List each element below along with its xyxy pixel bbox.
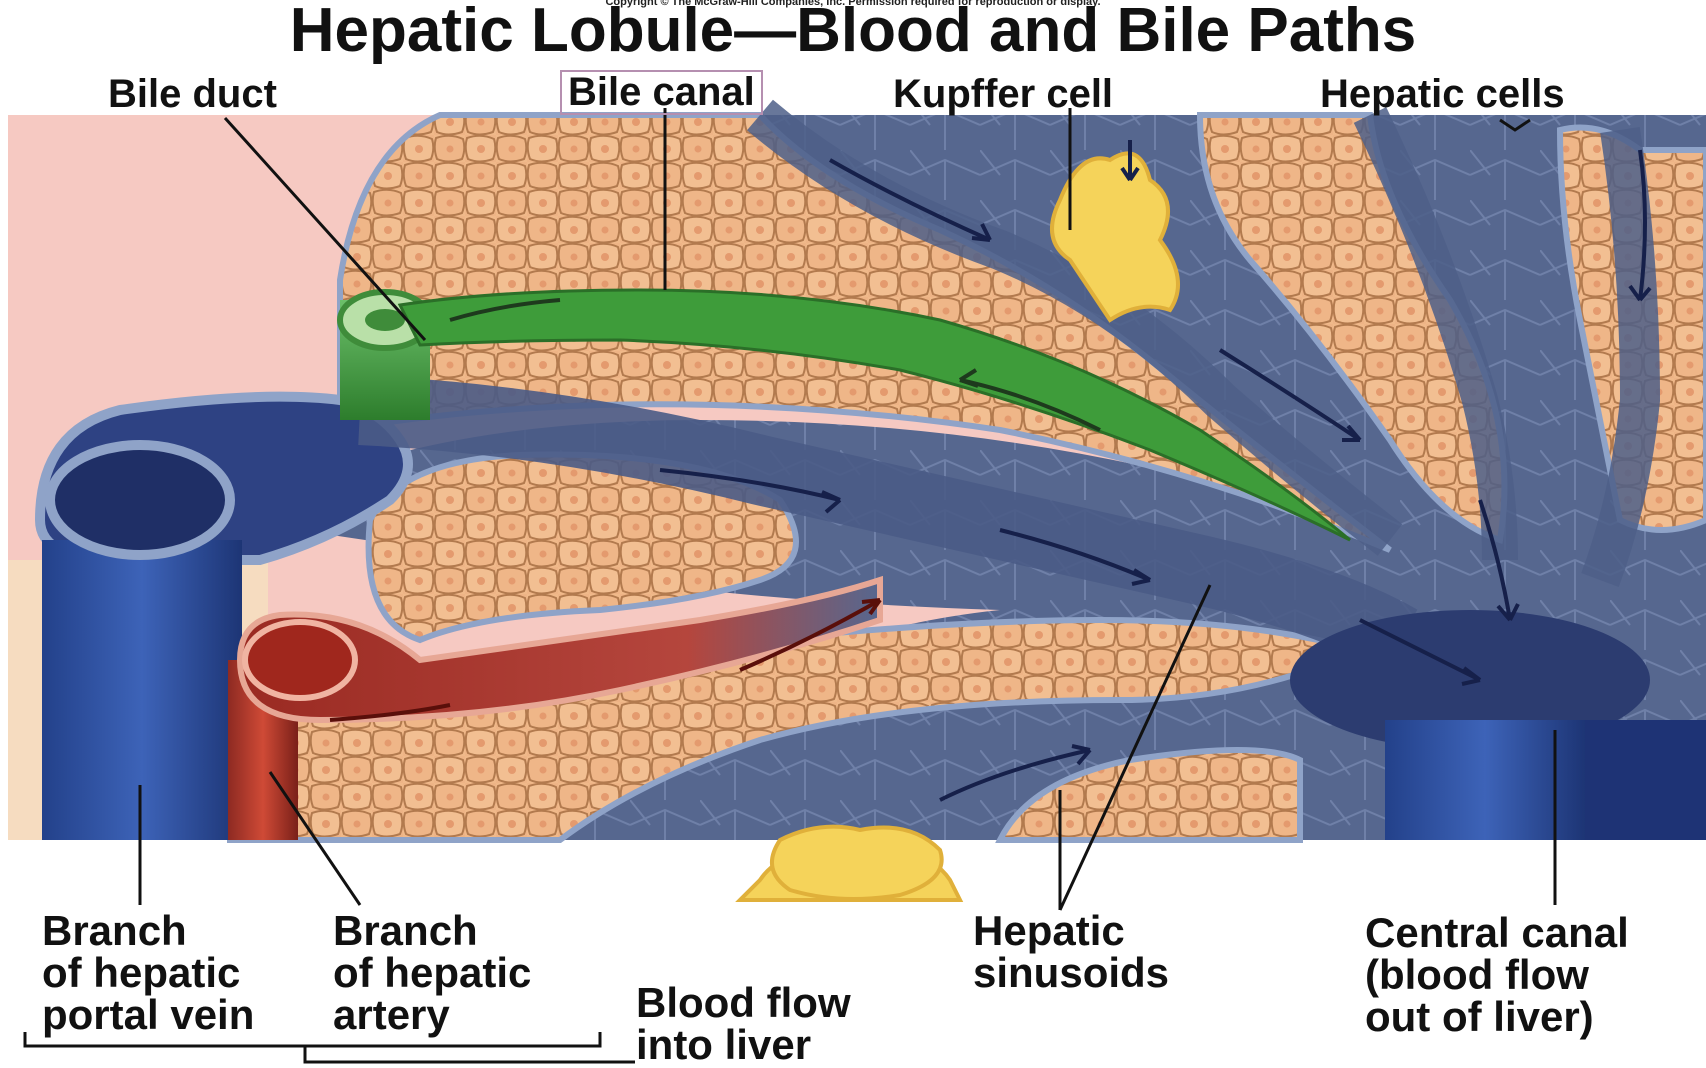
kupffer-cell-lower-body [772, 827, 942, 899]
label-portal-vein-line1: Branch [42, 910, 187, 953]
label-portal-vein-line3: portal vein [42, 994, 254, 1037]
label-bile-canal: Bile canal [560, 70, 763, 115]
central-canal-trunk-right [1585, 720, 1706, 840]
label-sinusoids-line2: sinusoids [973, 952, 1169, 995]
label-sinusoids-line1: Hepatic [973, 910, 1125, 953]
label-blood-in-line2: into liver [636, 1024, 811, 1067]
label-artery-line3: artery [333, 994, 450, 1037]
label-central-line1: Central canal [1365, 912, 1629, 955]
label-central-line3: out of liver) [1365, 996, 1594, 1039]
label-artery-line1: Branch [333, 910, 478, 953]
label-kupffer-cell: Kupffer cell [893, 74, 1113, 115]
diagram-title: Hepatic Lobule—Blood and Bile Paths [0, 0, 1706, 62]
portal-vein-opening [50, 445, 230, 555]
label-bile-duct: Bile duct [108, 74, 277, 115]
artery-opening [245, 622, 355, 698]
label-blood-in-line1: Blood flow [636, 982, 851, 1025]
label-central-line2: (blood flow [1365, 954, 1589, 997]
label-hepatic-cells: Hepatic cells [1320, 74, 1565, 115]
label-artery-line2: of hepatic [333, 952, 531, 995]
label-portal-vein-line2: of hepatic [42, 952, 240, 995]
portal-vein-trunk [42, 540, 242, 840]
